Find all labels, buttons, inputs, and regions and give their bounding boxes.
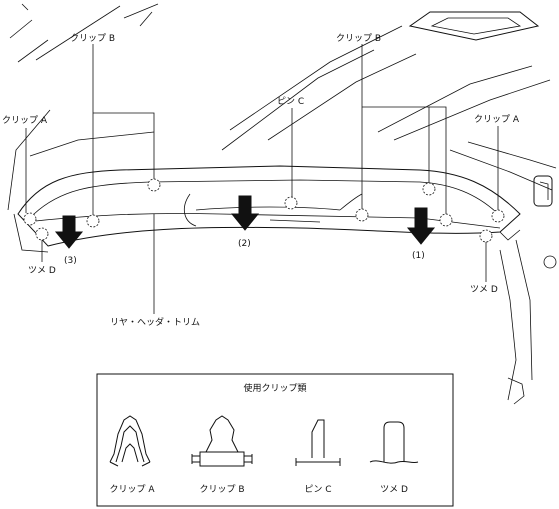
rear-header-trim (13, 165, 521, 253)
label-clip-a-right: クリップ A (474, 114, 520, 125)
clip-legend: 使用クリップ類 クリップ A クリップ B ピン C ツ (96, 373, 454, 507)
label-step-1: (1) (412, 251, 425, 261)
arrow-step-2 (230, 195, 260, 231)
pin-c-icon (295, 419, 341, 466)
label-pin-c: ピン C (277, 96, 304, 107)
label-step-2: (2) (238, 239, 251, 249)
label-part-name: リヤ・ヘッダ・トリム (110, 316, 200, 328)
tsume-d-right-marker (479, 229, 493, 243)
clip-b-marker-4 (422, 182, 436, 196)
legend-label-tsume-d: ツメ D (380, 485, 408, 495)
vehicle-body-lines (7, 3, 557, 405)
clip-a-icon (109, 415, 151, 467)
clip-b-marker-1 (86, 214, 100, 228)
label-clip-b-left: クリップ B (70, 33, 115, 44)
clip-markers (23, 178, 505, 243)
legend-title: 使用クリップ類 (243, 382, 306, 394)
legend-label-pin-c: ピン C (304, 484, 331, 495)
clip-a-right-marker (491, 209, 505, 223)
removal-arrows (54, 195, 436, 249)
tsume-d-left-marker (35, 227, 49, 241)
clip-a-left-marker (23, 212, 37, 226)
tsume-d-icon (369, 421, 419, 464)
arrow-step-3 (54, 215, 84, 249)
legend-label-clip-a: クリップ A (109, 484, 155, 495)
clip-b-icon (191, 415, 253, 467)
legend-frame (96, 373, 454, 507)
label-clip-b-right: クリップ B (336, 33, 381, 44)
leader-lines (25, 44, 499, 314)
pin-c-marker (284, 196, 298, 210)
clip-b-marker-2 (147, 178, 161, 192)
label-step-3: (3) (64, 256, 77, 266)
callout-labels: クリップ A クリップ B クリップ B ピン C クリップ A ツメ D ツメ… (2, 33, 520, 328)
clip-b-marker-5 (439, 213, 453, 227)
label-tsume-d-right: ツメ D (470, 285, 498, 295)
clip-b-marker-3 (355, 208, 369, 222)
legend-label-clip-b: クリップ B (199, 484, 244, 495)
arrow-step-1 (406, 207, 436, 245)
label-tsume-d-left: ツメ D (28, 266, 56, 276)
label-clip-a-left: クリップ A (2, 115, 48, 126)
